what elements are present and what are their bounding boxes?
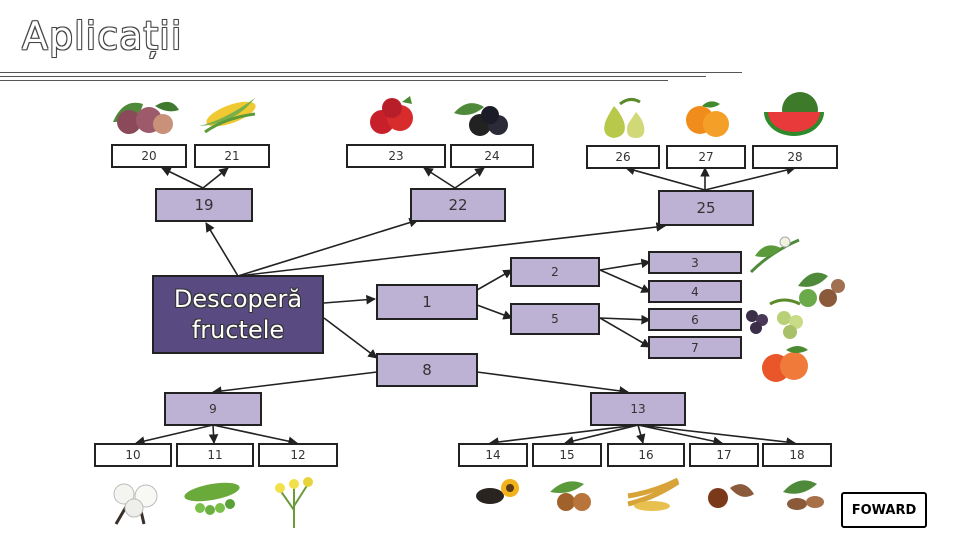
- main-node-line2: fructele: [191, 315, 285, 344]
- node-27[interactable]: 27: [666, 145, 746, 169]
- blackberry-image: [454, 103, 508, 136]
- node-23[interactable]: 23: [346, 144, 446, 168]
- cotton-image: [113, 483, 158, 525]
- node-24[interactable]: 24: [450, 144, 534, 168]
- hazelnut-image: [550, 481, 591, 511]
- watermelon-image: [764, 92, 824, 136]
- plant-flower-image: [749, 236, 800, 274]
- node-4[interactable]: 4: [648, 280, 742, 303]
- node-5[interactable]: 5: [510, 303, 600, 335]
- grapes-image: [746, 298, 803, 339]
- node-10[interactable]: 10: [94, 443, 172, 467]
- node-6[interactable]: 6: [648, 308, 742, 331]
- sunflower-seeds-image: [476, 479, 519, 504]
- chestnut-image: [708, 484, 754, 508]
- node-13[interactable]: 13: [590, 392, 686, 426]
- forward-button[interactable]: FOWARD: [841, 492, 927, 528]
- node-21[interactable]: 21: [194, 144, 270, 168]
- title-underline: [0, 76, 706, 77]
- title-underline: [0, 80, 668, 81]
- node-3[interactable]: 3: [648, 251, 742, 274]
- node-7[interactable]: 7: [648, 336, 742, 359]
- title-underline: [0, 72, 742, 73]
- grains-image: [627, 477, 680, 511]
- node-11[interactable]: 11: [176, 443, 254, 467]
- walnut-image: [798, 272, 845, 307]
- node-22[interactable]: 22: [410, 188, 506, 222]
- node-17[interactable]: 17: [689, 443, 759, 467]
- node-18[interactable]: 18: [762, 443, 832, 467]
- main-node-line1: Descoperă: [173, 284, 303, 313]
- node-8[interactable]: 8: [376, 353, 478, 387]
- strawberry-image: [370, 96, 413, 134]
- almond-image: [783, 480, 824, 510]
- peas-image: [184, 482, 240, 515]
- node-19[interactable]: 19: [155, 188, 253, 222]
- node-2[interactable]: 2: [510, 257, 600, 287]
- node-9[interactable]: 9: [164, 392, 262, 426]
- page-title: Aplicații: [22, 14, 183, 58]
- node-16[interactable]: 16: [607, 443, 685, 467]
- node-1[interactable]: 1: [376, 284, 478, 320]
- node-15[interactable]: 15: [532, 443, 602, 467]
- main-node-descopera-fructele[interactable]: Descoperă fructele: [152, 275, 324, 354]
- corn-image: [199, 98, 256, 134]
- node-14[interactable]: 14: [458, 443, 528, 467]
- node-25[interactable]: 25: [658, 190, 754, 226]
- pear-image: [604, 97, 645, 138]
- peach-image: [762, 346, 808, 382]
- node-26[interactable]: 26: [586, 145, 660, 169]
- rapeseed-image: [275, 477, 313, 528]
- node-28[interactable]: 28: [752, 145, 838, 169]
- node-20[interactable]: 20: [111, 144, 187, 168]
- orange-image: [686, 101, 729, 137]
- fig-image: [113, 101, 179, 134]
- node-12[interactable]: 12: [258, 443, 338, 467]
